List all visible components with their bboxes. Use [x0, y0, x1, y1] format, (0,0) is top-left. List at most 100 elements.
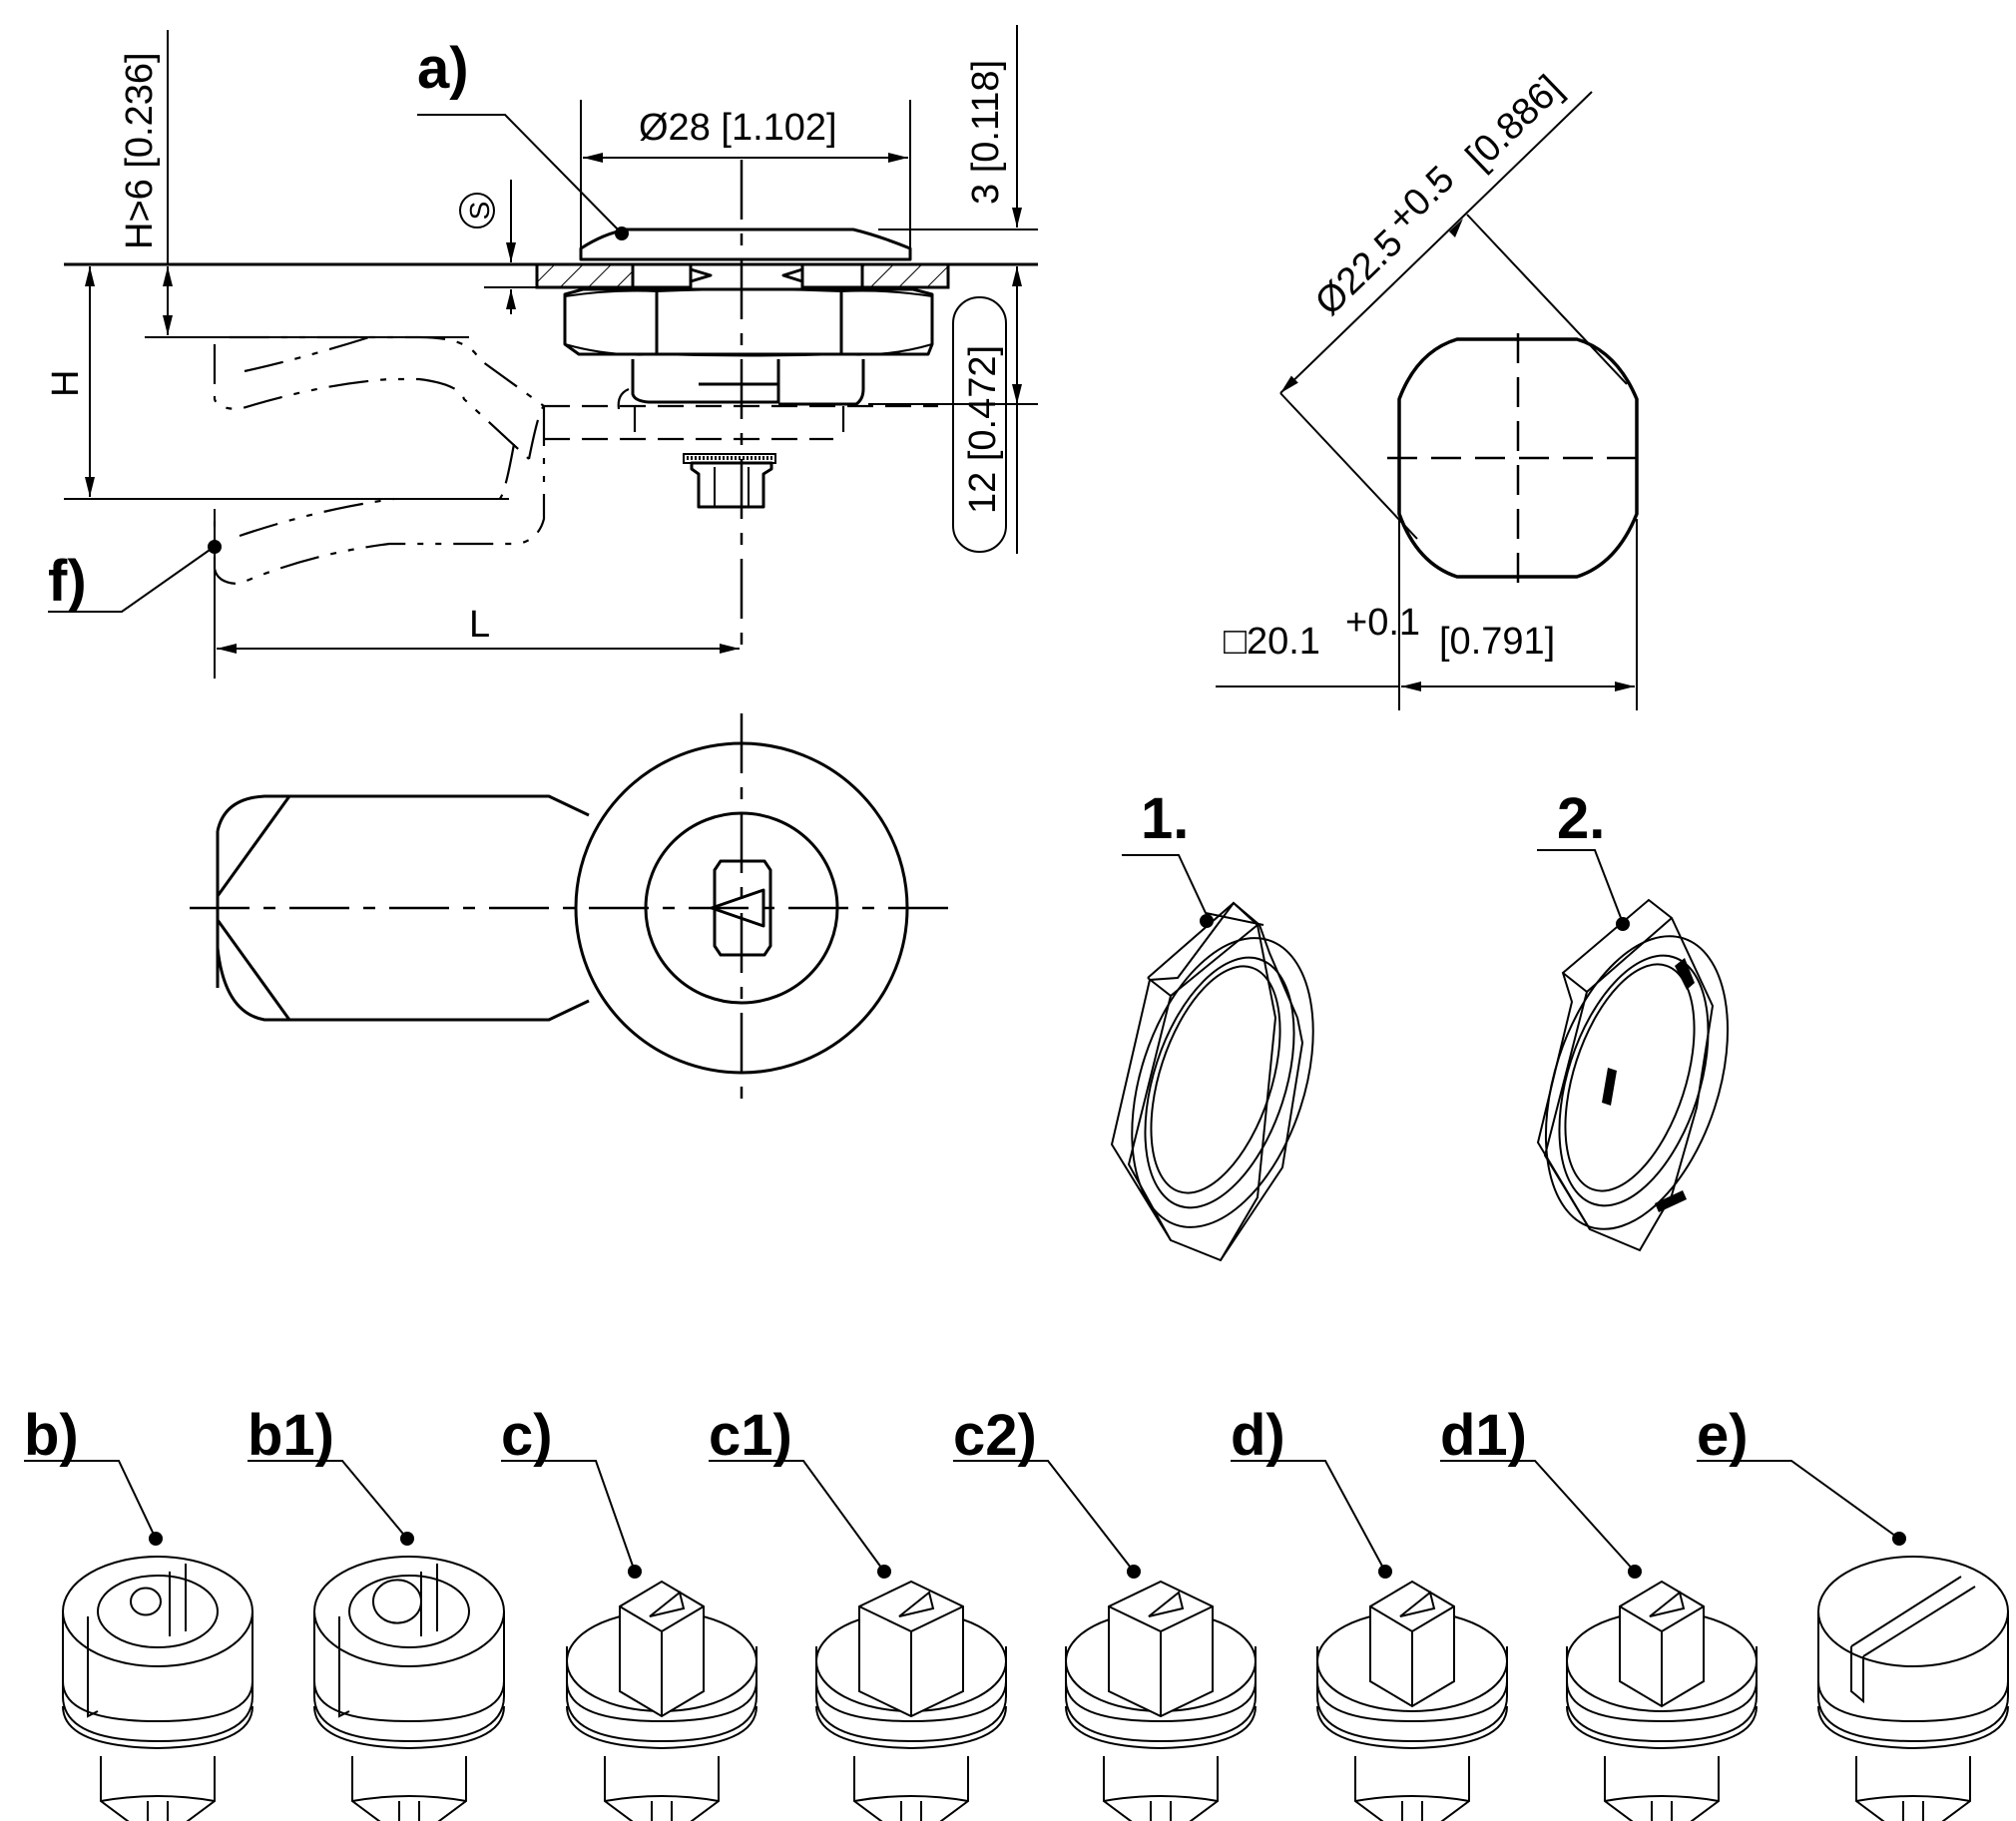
panel-section-left — [535, 262, 635, 289]
insert-c-ring-2 — [566, 1705, 757, 1750]
cam-phantom-mid-b — [527, 405, 545, 460]
insert-b1-body — [313, 1611, 505, 1743]
dim-h: H — [45, 370, 87, 397]
dim-diagonal-main: Ø22.5 — [1307, 222, 1411, 323]
insert-e-leader — [1697, 1460, 1900, 1540]
insert-d-dot — [1378, 1565, 1392, 1579]
insert-b1-dot — [400, 1532, 414, 1546]
insert-b1-ring-1 — [313, 1680, 505, 1723]
insert-b1-shank-chamfer — [351, 1795, 467, 1802]
insert-c-dot — [628, 1565, 642, 1579]
square-drive — [713, 859, 772, 957]
cam-chamfer-top — [216, 795, 291, 897]
dim-diagonal-label: Ø22.5 +0.5 [0.886] — [1307, 68, 1571, 324]
insert-c2-shank-chamfer — [1103, 1795, 1219, 1802]
nut-1: 1. — [1110, 786, 1314, 1262]
triangle-indicator-icon — [898, 1591, 935, 1617]
insert-c2-leader — [953, 1460, 1135, 1573]
nut-2-locking-tab-3 — [1655, 1190, 1687, 1212]
insert-d1-ring-2 — [1566, 1705, 1758, 1750]
thread-left-tip — [690, 267, 713, 283]
callout-f: f) — [48, 549, 87, 614]
nut-1-face-edge — [1127, 977, 1173, 1241]
insert-d-shank — [1354, 1756, 1470, 1821]
insert-d-top-edge — [1369, 1605, 1455, 1633]
dim-diagonal-arrow — [1449, 219, 1463, 237]
insert-b-ring-1 — [62, 1680, 253, 1723]
nut-2-locking-tab-1 — [1675, 958, 1695, 990]
insert-c1-ring-2 — [815, 1705, 1007, 1750]
dim-square-main: □20.1 — [1224, 621, 1320, 663]
nut-2-label: 2. — [1557, 786, 1605, 851]
insert-b-dot — [149, 1532, 163, 1546]
panel-section-right — [860, 262, 950, 289]
insert-d-ring-2 — [1316, 1705, 1508, 1750]
nut-1-ring-mid — [1144, 956, 1295, 1209]
triangle-indicator-icon — [1399, 1591, 1436, 1617]
insert-e-ring-1 — [1817, 1680, 2009, 1723]
insert-c1-ring-1 — [815, 1680, 1007, 1723]
cam-phantom-upper-b — [244, 335, 370, 373]
cam-phantom-upper-a — [230, 335, 545, 407]
nut-2-ring-outer — [1544, 935, 1730, 1230]
cam-outline-bottom — [216, 831, 590, 1022]
fixing-nut — [690, 461, 773, 509]
insert-e-label: e) — [1697, 1403, 1749, 1468]
callout-a-dot — [615, 227, 629, 240]
insert-b1-slot — [338, 1564, 438, 1718]
insert-b1: b1) — [248, 1403, 505, 1821]
dim-diagonal-ext-bottom — [1279, 392, 1418, 540]
callout-f-leader — [48, 547, 214, 613]
insert-b-leader — [24, 1460, 157, 1540]
thread-left — [631, 262, 693, 289]
body-housing-right — [778, 359, 865, 406]
insert-b1-leader — [248, 1460, 408, 1540]
insert-c1-label: c1) — [709, 1403, 792, 1468]
insert-c2-dot — [1127, 1565, 1141, 1579]
nut-1-bore — [1150, 965, 1281, 1194]
nut-2-ring-mid — [1558, 954, 1710, 1207]
insert-b1-ring-2 — [313, 1705, 505, 1750]
insert-d-shank-chamfer — [1354, 1795, 1470, 1802]
insert-b: b) — [24, 1403, 253, 1821]
cam-outline-top — [216, 794, 590, 832]
panel-thickness-symbol-circle — [459, 193, 495, 228]
nut-1-outline — [1110, 901, 1277, 1262]
dim-diagonal-ext-top — [1466, 214, 1628, 385]
insert-b-label: b) — [24, 1403, 79, 1468]
thread-right-tip — [781, 267, 803, 283]
side-view: Ø28 [1.102] 3 [0.118] 12 [0.472] H>6 [0.… — [45, 25, 1038, 679]
cam-phantom-lower-c — [239, 497, 395, 538]
insert-b1-pin — [372, 1579, 422, 1624]
dim-diagonal-inch: [0.886] — [1458, 68, 1571, 179]
front-view — [190, 713, 948, 1103]
inspection-dimension-frame — [952, 296, 1007, 553]
insert-c1: c1) — [709, 1403, 1007, 1821]
insert-d1-dot — [1628, 1565, 1642, 1579]
insert-c-leader — [501, 1460, 636, 1573]
insert-c2-shank — [1103, 1756, 1219, 1821]
insert-b1-label: b1) — [248, 1403, 334, 1468]
insert-c-shank — [604, 1756, 720, 1821]
insert-c-top-edge — [619, 1605, 705, 1633]
cam-phantom-lower — [213, 406, 546, 586]
insert-c-body — [566, 1646, 757, 1743]
cam-chamfer-bottom — [216, 919, 291, 1021]
dim-diagonal-line — [1279, 91, 1593, 394]
thread-right — [800, 262, 864, 289]
nut-2: 2. — [1536, 786, 1730, 1252]
insert-c2-body — [1065, 1646, 1257, 1743]
nut-1-top-face — [1170, 924, 1259, 997]
insert-c-ring-1 — [566, 1680, 757, 1723]
nut-1-leader — [1122, 854, 1264, 926]
lock-head-cap — [579, 228, 912, 261]
insert-e-ring-2 — [1817, 1705, 2009, 1750]
insert-b-shank-chamfer — [100, 1795, 216, 1802]
panel-thickness-symbol: S — [464, 202, 495, 221]
nut-top-chamfer — [564, 288, 933, 297]
insert-d1-label: d1) — [1440, 1403, 1527, 1468]
insert-d1-leader — [1440, 1460, 1636, 1573]
insert-c1-dot — [877, 1565, 891, 1579]
insert-d1-shank — [1604, 1756, 1720, 1821]
